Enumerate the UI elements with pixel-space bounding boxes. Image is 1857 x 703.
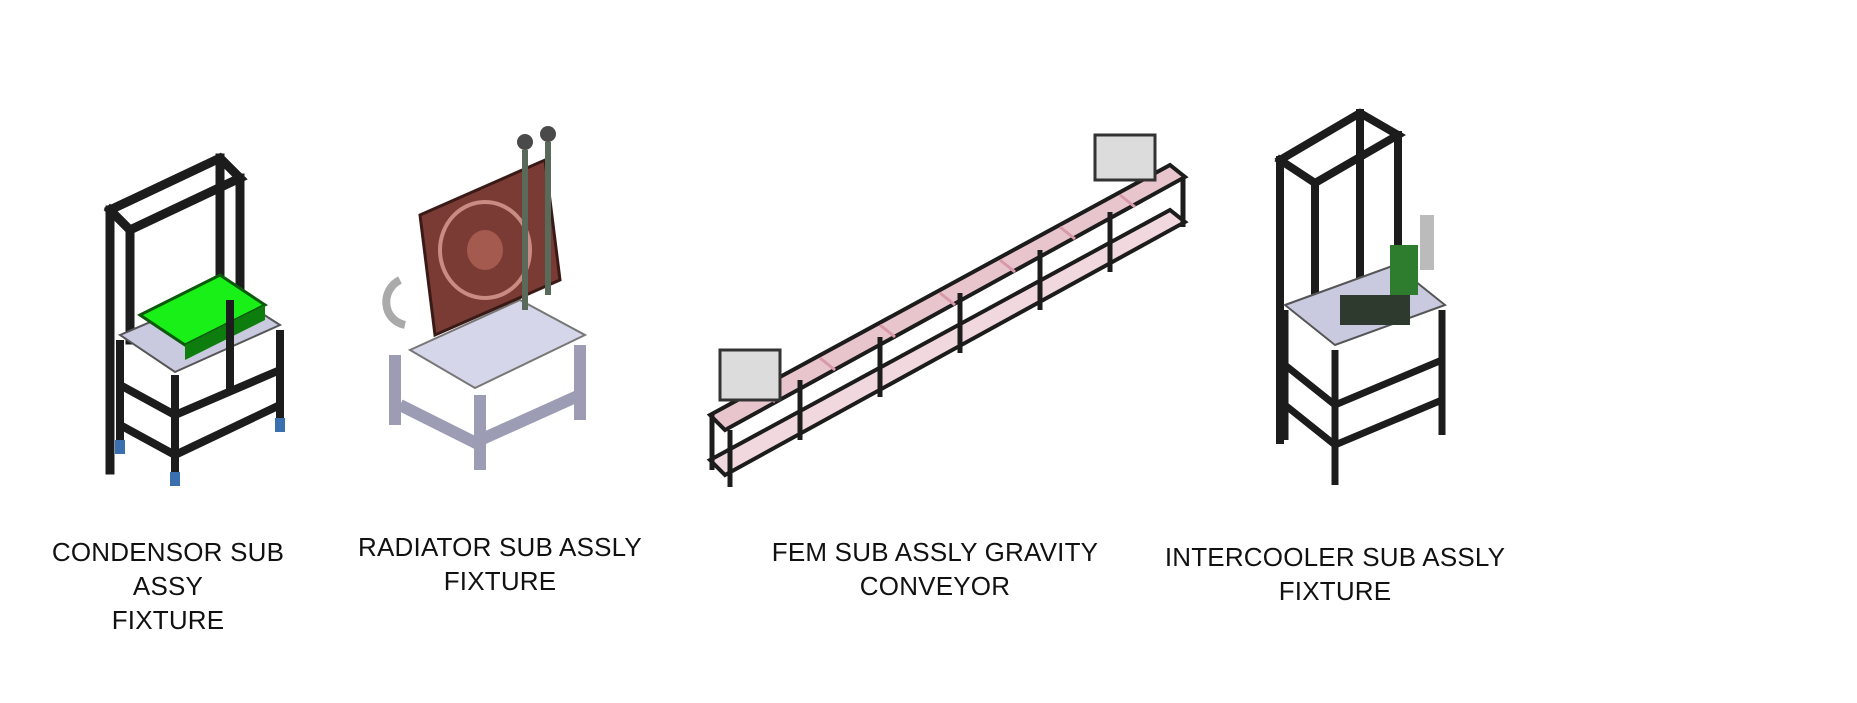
caption-radiator: RADIATOR SUB ASSLY FIXTURE xyxy=(355,530,645,598)
intercooler-fixture-drawing xyxy=(1270,105,1460,500)
condensor-fixture-icon xyxy=(103,152,285,486)
intercooler-fixture-icon xyxy=(1274,108,1448,485)
caption-condensor-line1: CONDENSOR SUB ASSY xyxy=(51,537,285,601)
conveyor-icon xyxy=(706,133,1189,487)
caption-radiator-line1: RADIATOR SUB ASSLY xyxy=(358,532,642,562)
radiator-fixture-icon xyxy=(382,126,588,470)
conveyor-drawing xyxy=(700,115,1200,500)
caption-condensor: CONDENSOR SUB ASSY FIXTURE xyxy=(18,535,318,637)
caption-conveyor: FEM SUB ASSLY GRAVITY CONVEYOR xyxy=(770,535,1100,603)
caption-radiator-line2: FIXTURE xyxy=(443,566,557,596)
caption-intercooler-line1: INTERCOOLER SUB ASSLY FIXTURE xyxy=(1164,542,1506,606)
caption-condensor-line2: FIXTURE xyxy=(111,605,225,635)
caption-conveyor-line1: FEM SUB ASSLY GRAVITY xyxy=(771,537,1099,567)
condensor-fixture-drawing xyxy=(80,140,330,580)
caption-intercooler: INTERCOOLER SUB ASSLY FIXTURE xyxy=(1110,540,1560,608)
radiator-fixture-drawing xyxy=(370,120,610,500)
caption-conveyor-line2: CONVEYOR xyxy=(859,571,1011,601)
